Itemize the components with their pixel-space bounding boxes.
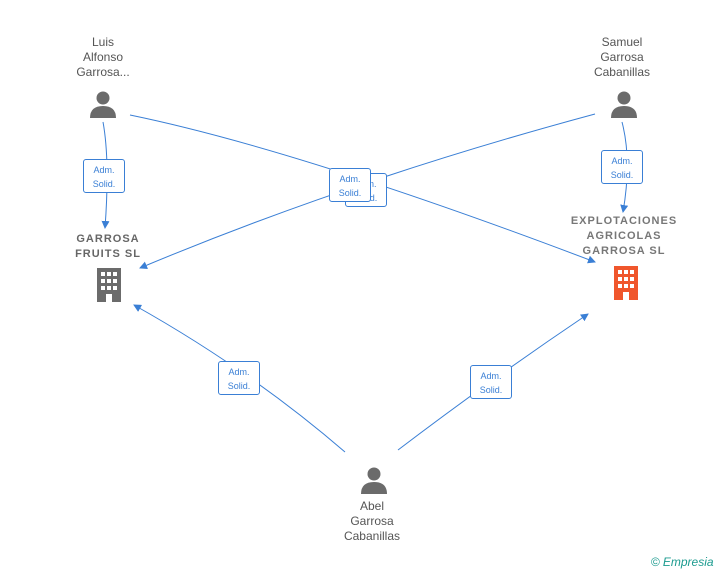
building-icon[interactable] <box>611 266 641 300</box>
relation-badge-abel-explotaciones[interactable]: Adm. Solid. <box>470 365 512 399</box>
empresia-watermark: ©Empresia <box>651 555 714 569</box>
person-name-luis[interactable]: Luis Alfonso Garrosa... <box>76 35 130 79</box>
relation-badge-luis-explotaciones[interactable]: Adm. Solid. <box>329 168 371 202</box>
relation-badge-samuel-explotaciones[interactable]: Adm. Solid. <box>601 150 643 184</box>
brand-logo-text: Empresia <box>662 555 714 569</box>
person-icon[interactable] <box>610 90 638 118</box>
person-icon[interactable] <box>89 90 117 118</box>
copyright-icon: © <box>651 555 660 569</box>
person-icon[interactable] <box>360 466 388 494</box>
building-icon[interactable] <box>95 268 123 302</box>
person-name-samuel[interactable]: Samuel Garrosa Cabanillas <box>593 35 651 79</box>
relation-badge-abel-garrosa-fruits[interactable]: Adm. Solid. <box>218 361 260 395</box>
company-name-explotaciones[interactable]: EXPLOTACIONES AGRICOLAS GARROSA SL <box>570 215 678 257</box>
relation-badge-luis-garrosa-fruits[interactable]: Adm. Solid. <box>83 159 125 193</box>
company-name-garrosa-fruits[interactable]: GARROSA FRUITS SL <box>75 233 141 260</box>
person-name-abel[interactable]: Abel Garrosa Cabanillas <box>343 499 401 543</box>
